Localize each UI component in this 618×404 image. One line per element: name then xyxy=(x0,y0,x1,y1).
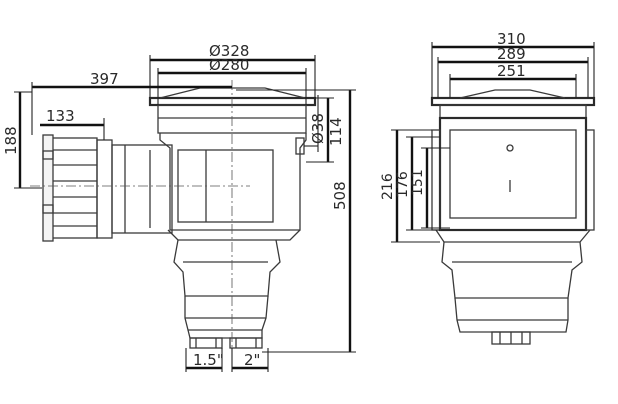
label-176: 176 xyxy=(395,171,411,198)
front-lower-cone xyxy=(441,241,583,299)
side-basket xyxy=(184,295,269,331)
label-216: 216 xyxy=(380,173,396,200)
label-151: 151 xyxy=(410,169,426,196)
label-2-inch: 2" xyxy=(244,351,260,369)
side-intake-tube xyxy=(111,144,173,234)
label-d38: Ø38 xyxy=(309,113,327,144)
label-114: 114 xyxy=(327,117,345,146)
side-front-flange xyxy=(51,137,98,239)
side-lid-cone xyxy=(159,87,306,99)
dimension-labels: Ø328 Ø280 397 133 188 Ø38 114 508 1.5" 2… xyxy=(2,30,526,369)
label-d328: Ø328 xyxy=(209,42,249,60)
side-body xyxy=(159,133,307,231)
front-shoulder xyxy=(435,229,591,243)
front-lid-cone xyxy=(459,89,566,99)
label-188: 188 xyxy=(2,126,20,155)
side-outlet-2 xyxy=(229,337,263,349)
front-lid-plate xyxy=(430,96,596,107)
label-d280: Ø280 xyxy=(209,56,249,74)
front-body xyxy=(438,116,588,232)
label-133: 133 xyxy=(46,107,75,125)
label-310: 310 xyxy=(497,30,526,48)
side-lower-cone xyxy=(173,239,281,297)
front-opening xyxy=(449,129,577,219)
label-251: 251 xyxy=(497,62,526,80)
side-outlet-15 xyxy=(189,337,223,349)
label-397: 397 xyxy=(90,70,119,88)
side-flange-ring xyxy=(96,139,113,239)
side-shoulder xyxy=(167,229,301,241)
front-dimensions xyxy=(391,42,595,243)
front-view xyxy=(430,89,596,345)
label-1-5-inch: 1.5" xyxy=(193,351,224,369)
side-dimensions xyxy=(14,55,356,372)
label-508: 508 xyxy=(331,181,349,210)
front-basket xyxy=(454,297,569,333)
label-289: 289 xyxy=(497,45,526,63)
side-lid-plate xyxy=(148,96,317,107)
